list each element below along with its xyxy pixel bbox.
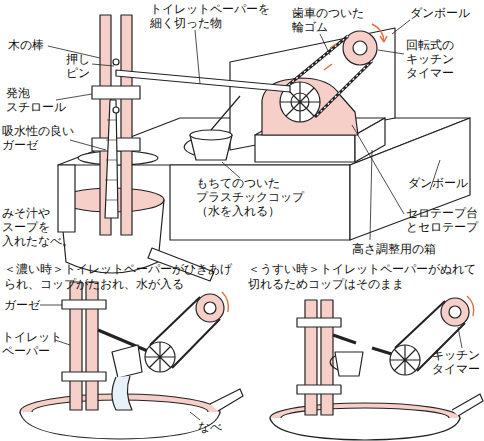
timer-knob xyxy=(353,41,367,55)
wood-stick xyxy=(305,300,317,415)
belt-arrow xyxy=(324,44,336,70)
part-label: 回転式の キッチン タイマー xyxy=(406,38,454,80)
push-pin xyxy=(113,107,119,113)
styrofoam xyxy=(92,86,140,99)
gear-wheel xyxy=(390,345,420,375)
gear-belt xyxy=(286,36,372,117)
wood-stick xyxy=(121,15,132,235)
leader-line xyxy=(458,327,462,348)
wood-stick xyxy=(321,300,333,415)
rotation-arrow xyxy=(467,296,474,316)
belt-teeth xyxy=(286,36,372,117)
part-label: 押し ピン xyxy=(66,52,90,80)
gear-belt xyxy=(150,297,220,368)
gear-wheel xyxy=(145,342,175,372)
part-label: みそ汁や スープを 入れたなべ。 xyxy=(2,206,74,248)
leader-line xyxy=(48,20,440,240)
timer-knob xyxy=(204,302,216,314)
gauze xyxy=(105,100,118,218)
leader-line xyxy=(40,305,200,420)
box-hole xyxy=(78,151,158,165)
pot-handle xyxy=(210,389,243,411)
part-label: なべ xyxy=(198,420,222,434)
rotation-arrow xyxy=(222,292,228,312)
styrofoam xyxy=(62,372,106,381)
kitchen-timer xyxy=(343,31,377,65)
part-label: トイレット ペーパー xyxy=(2,330,62,358)
part-label: キッチン タイマー xyxy=(432,348,480,376)
part-label: ダンボール xyxy=(410,6,470,20)
part-label: 吸水性の良い ガーゼ xyxy=(2,124,74,152)
push-pin xyxy=(113,59,119,65)
styrofoam xyxy=(62,300,106,309)
cup-rim xyxy=(190,130,232,140)
styrofoam xyxy=(297,385,341,394)
cup-handle xyxy=(184,96,240,155)
styrofoam xyxy=(297,318,341,327)
box-front xyxy=(170,165,350,240)
wheel-spokes xyxy=(390,345,420,375)
tipped-cup xyxy=(112,345,142,378)
plastic-cup xyxy=(335,352,363,376)
wheel-spokes xyxy=(145,342,175,372)
cup-handle xyxy=(330,356,338,370)
height-box-front xyxy=(255,135,355,162)
panel-caption: ＜濃い時＞トイレットペーパーがひきあげられ、コップがたおれ、水が入る xyxy=(4,262,240,292)
pot-body xyxy=(270,418,460,440)
kitchen-timer xyxy=(441,298,469,326)
kitchen-timer xyxy=(196,294,224,322)
part-label: セロテープ台 とセロテープ xyxy=(406,206,478,234)
panel-caption: ＜うすい時＞トイレットペーパーがぬれて切れるためコップはそのまま xyxy=(248,262,480,292)
timer-knob xyxy=(449,306,461,318)
box-flap xyxy=(58,165,75,232)
part-label: ダンボール xyxy=(408,176,468,190)
arrow-head xyxy=(380,36,387,42)
part-label: もちてのついた プラスチックコップ （水を入れる） xyxy=(196,176,304,218)
part-label: 歯車のついた 輪ゴム xyxy=(292,6,364,34)
pot-body xyxy=(20,412,220,439)
paper-strip xyxy=(116,70,290,92)
part-label: トイレットペーパーを 細く切った物 xyxy=(150,2,270,30)
pot-handle xyxy=(452,394,483,416)
part-label: 高さ調整用の箱 xyxy=(352,242,436,256)
part-label: ガーゼ xyxy=(4,298,40,312)
part-label: 木の棒 xyxy=(8,38,44,52)
gauze-mesh xyxy=(105,120,118,200)
part-label: 発泡 スチロール xyxy=(6,86,66,114)
pouring-water xyxy=(112,376,132,410)
